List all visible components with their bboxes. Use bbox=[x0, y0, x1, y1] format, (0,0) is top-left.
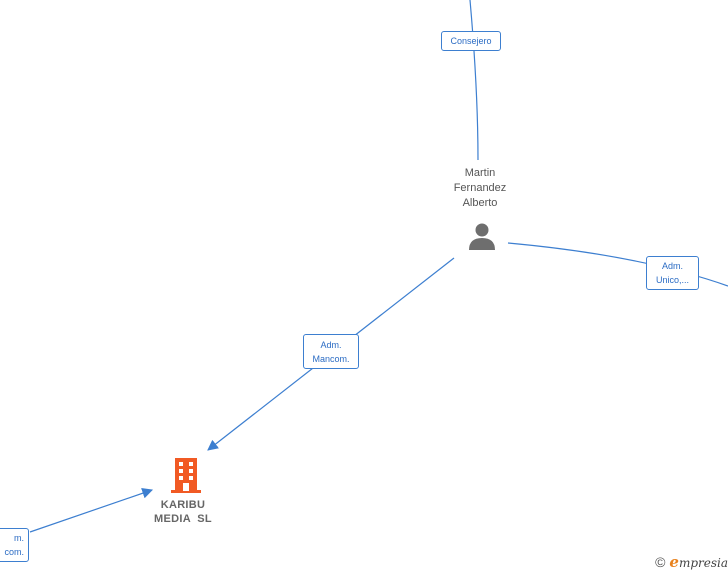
edge-consejero bbox=[469, 0, 479, 161]
brand-rest: mpresia bbox=[678, 556, 728, 570]
edge-label-consejero[interactable]: Consejero bbox=[441, 31, 501, 51]
edge-label-adm-unico[interactable]: Adm. Unico,... bbox=[646, 256, 699, 290]
edge-label-adm-unico-line1: Adm. bbox=[661, 261, 683, 271]
copyright-symbol: © bbox=[655, 554, 666, 570]
edge-label-adm-unico-line2: Unico,... bbox=[655, 275, 689, 285]
edge-label-adm-mancom-line1: Adm. bbox=[320, 340, 342, 350]
person-name-line1: Martin bbox=[464, 167, 496, 179]
footer-brand: © empresia bbox=[655, 552, 728, 572]
company-name-line1: KARIBU bbox=[160, 499, 206, 511]
company-name-line2: MEDIA SL bbox=[154, 513, 212, 525]
person-icon[interactable] bbox=[467, 222, 497, 250]
edge-label-adm-mancom-left-line2: com. bbox=[4, 547, 24, 557]
person-name-line2: Fernandez bbox=[453, 182, 507, 194]
edge-label-adm-mancom-left[interactable]: m. com. bbox=[0, 528, 29, 562]
edge-label-adm-mancom-line2: Mancom. bbox=[312, 354, 350, 364]
company-node-name[interactable]: KARIBU MEDIA SL bbox=[133, 498, 233, 526]
brand-initial: e bbox=[669, 553, 679, 571]
building-icon[interactable] bbox=[170, 458, 202, 494]
empresia-logo[interactable]: empresia bbox=[669, 553, 728, 571]
edge-adm-unico bbox=[507, 242, 728, 287]
edge-label-adm-mancom[interactable]: Adm. Mancom. bbox=[303, 334, 359, 369]
person-node-name[interactable]: Martin Fernandez Alberto bbox=[434, 166, 526, 211]
person-name-line3: Alberto bbox=[462, 197, 498, 209]
edge-adm-mancom-left bbox=[29, 488, 154, 533]
edge-label-consejero-text: Consejero bbox=[450, 36, 492, 46]
edge-label-adm-mancom-left-line1: m. bbox=[14, 533, 24, 543]
